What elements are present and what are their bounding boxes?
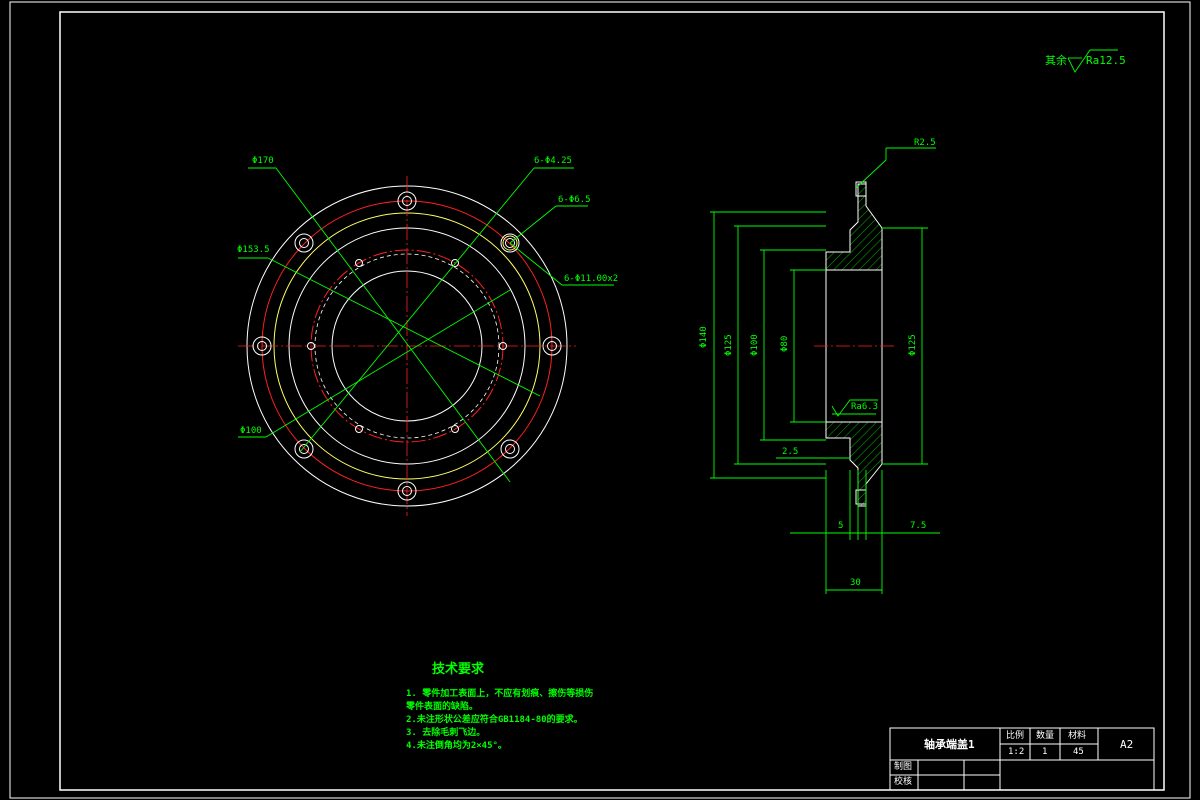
bolt-hole (397, 481, 417, 501)
dim-d80: Φ80 (780, 335, 790, 352)
roughness-ra63: Ra6.3 (851, 402, 879, 412)
dim-5: 5 (838, 521, 844, 531)
notes-line: 零件表面的缺陷。 (406, 702, 479, 712)
sheet-inner-border (59, 11, 1165, 791)
dim-d153: Φ153.5 (237, 245, 270, 255)
roughness-symbol (831, 399, 878, 417)
roughness-general-prefix: 其余 (1045, 54, 1067, 67)
dim-counterbore: 6-Φ6.5 (558, 195, 591, 205)
notes-title: 技术要求 (432, 662, 485, 677)
tap-hole (355, 259, 363, 267)
tap-hole (451, 425, 459, 433)
roughness-general-value: Ra12.5 (1086, 54, 1126, 67)
dim-d125: Φ125 (724, 334, 734, 356)
sheet-outer-border (9, 1, 1191, 799)
front-view (238, 167, 614, 516)
notes-line: 1. 零件加工表面上，不应有划痕、擦伤等损伤 (406, 689, 594, 699)
dim-d100-side: Φ100 (750, 334, 760, 356)
dim-d100: Φ100 (240, 426, 262, 436)
dim-2-5: 2.5 (782, 447, 799, 457)
checked-label: 校核 (894, 777, 913, 787)
drawn-label: 制图 (894, 762, 913, 772)
material-label: 材料 (1068, 731, 1087, 741)
side-view (710, 147, 940, 594)
dim-d125-right: Φ125 (908, 334, 918, 356)
part-name: 轴承端盖1 (924, 738, 975, 751)
notes-line: 4.未注倒角均为2×45°。 (406, 741, 507, 751)
dim-radius: R2.5 (914, 138, 936, 148)
notes-line: 2.未注形状公差应符合GB1184-80的要求。 (406, 715, 583, 725)
tap-hole (307, 342, 315, 350)
bolt-hole (294, 439, 314, 459)
section-top (825, 183, 883, 271)
tap-hole (355, 425, 363, 433)
dim-d140: Φ140 (699, 326, 709, 348)
scale-label: 比例 (1006, 731, 1025, 741)
front-leaders (238, 167, 614, 483)
tap-hole (451, 259, 459, 267)
bolt-hole (500, 439, 520, 459)
bolt-hole (542, 336, 562, 356)
notes-list: 1. 零件加工表面上，不应有划痕、擦伤等损伤 零件表面的缺陷。 2.未注形状公差… (406, 688, 606, 753)
roughness-general-symbol (1067, 49, 1118, 73)
qty-label: 数量 (1036, 731, 1055, 741)
title-block (889, 727, 1155, 791)
side-dims (710, 147, 940, 594)
section-bottom (825, 421, 883, 507)
dim-od170: Φ170 (252, 156, 274, 166)
notes-line: 3. 去除毛刺飞边。 (406, 728, 486, 738)
dim-30: 30 (850, 578, 861, 588)
scale-value: 1:2 (1008, 747, 1025, 757)
qty-value: 1 (1042, 747, 1048, 757)
dim-thru-holes: 6-Φ11.00x2 (564, 274, 619, 284)
bolt-hole (397, 191, 417, 211)
material-value: 45 (1073, 747, 1084, 757)
bolt-hole (294, 233, 314, 253)
sheet-size: A2 (1120, 738, 1134, 751)
bolt-hole-section (855, 181, 867, 197)
dim-tap-holes: 6-Φ4.25 (534, 156, 572, 166)
dim-7-5: 7.5 (910, 521, 927, 531)
bolt-hole (252, 336, 272, 356)
bolt-hole (500, 233, 520, 253)
tap-hole (499, 342, 507, 350)
